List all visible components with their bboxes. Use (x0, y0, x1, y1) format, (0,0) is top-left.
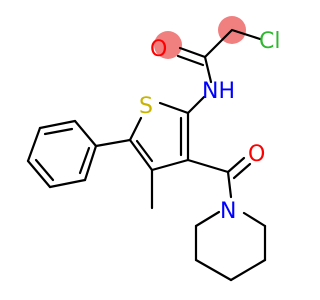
bond-carbonyl-o-double (176, 54, 205, 67)
atom-n-amide: NH (202, 79, 235, 104)
bond-ph-c4-c5 (26, 159, 52, 189)
bond-ph-c3-c3-inner (43, 127, 74, 136)
atom-o-amide: O (150, 37, 167, 62)
molecule-canvas: Cl O NH S O N (26, 16, 281, 282)
bond-carbonyl-o (178, 46, 207, 59)
bond-pip-c3-c4 (229, 258, 267, 282)
bond-ph-c6-c1 (83, 144, 98, 182)
bond-ph-c4-c5-inner (34, 158, 55, 182)
bond-s-c2 (158, 101, 190, 115)
bond-carbonyl-n (203, 55, 213, 84)
bond-c5-s (128, 116, 143, 142)
atom-o-ketone: O (248, 142, 265, 167)
molecule-structure: Cl O NH S O N (26, 16, 280, 282)
bond-pip-c4-c5 (194, 258, 233, 282)
atom-s-thiophene: S (139, 94, 153, 119)
bond-pip-c6-n (194, 210, 221, 228)
atom-cl: Cl (259, 29, 280, 54)
bond-c3-c4 (150, 158, 190, 172)
bond-ph-c1-c2 (73, 119, 98, 148)
bond-c3-ketone-c (186, 158, 230, 174)
atom-n-piperidine: N (220, 199, 236, 224)
bond-pip-n-c2 (242, 211, 267, 228)
bond-ketone-c-n (226, 170, 233, 199)
bond-ph-c2-c3 (38, 119, 77, 130)
bond-c4-c5 (128, 138, 154, 172)
bond-ph-c5-c6 (48, 178, 87, 189)
bond-ph-c3-c4 (26, 126, 42, 163)
highlight-carbonyl-oxygen (154, 31, 182, 59)
bond-n-thiophene (186, 95, 206, 115)
bond-cl-ch2 (230, 28, 262, 41)
bond-c5-phenyl (94, 138, 132, 148)
bond-ch2-carbonyl (203, 28, 234, 59)
bond-ph-c6-c1-inner (78, 146, 91, 175)
bond-c4-c5-inner (135, 139, 154, 163)
bond-ketone-o (226, 156, 246, 174)
bond-ketone-o-double (232, 162, 252, 180)
